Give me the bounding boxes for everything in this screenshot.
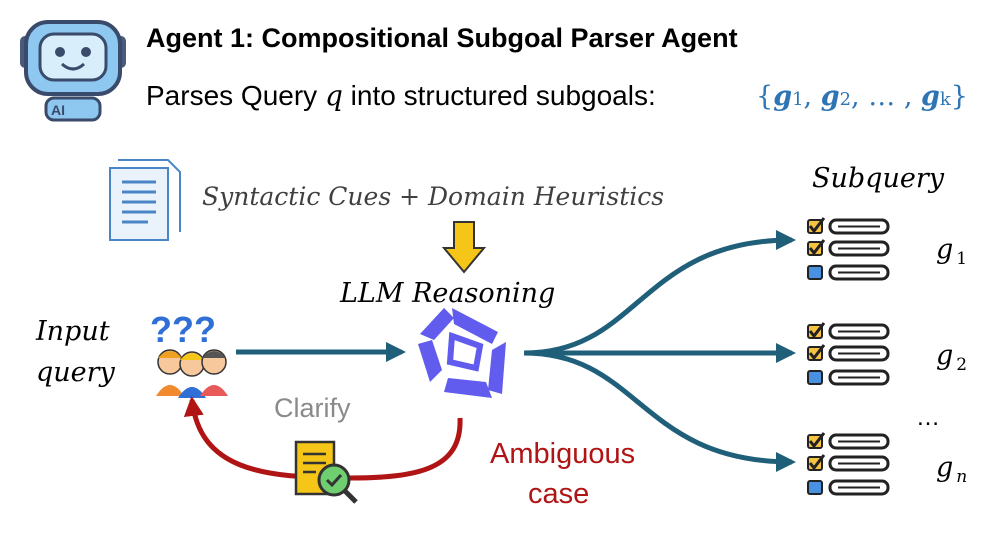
- clarify-document-icon: [294, 440, 358, 504]
- subgoal-set: {g1, g2, … , gk}: [756, 81, 968, 112]
- confused-people-icon: ???: [150, 309, 228, 398]
- agent-title: Agent 1: Compositional Subgoal Parser Ag…: [146, 23, 738, 53]
- llm-to-gn-arrow: [523, 350, 796, 472]
- checklist-icon: [806, 321, 890, 386]
- ambiguous-label-line1: Ambiguous: [490, 438, 635, 470]
- subquery-header: Subquery: [812, 163, 945, 194]
- svg-text:AI: AI: [51, 102, 65, 118]
- parse-description: Parses Query q into structured subgoals:: [146, 79, 656, 112]
- clarify-label: Clarify: [274, 393, 351, 423]
- query-symbol: q: [325, 79, 343, 112]
- document-icon: [109, 159, 181, 241]
- llm-to-g1-arrow: [523, 230, 796, 356]
- vertical-ellipsis: …: [916, 404, 940, 431]
- down-arrow-icon: [441, 221, 487, 274]
- checklist-icon: [806, 216, 890, 281]
- question-marks: ???: [150, 309, 216, 350]
- cues-label: Syntactic Cues + Domain Heuristics: [202, 182, 664, 211]
- llm-logo-icon: [418, 308, 506, 398]
- ambiguous-label-line2: case: [528, 478, 589, 510]
- robot-ai-icon: AI: [20, 20, 126, 122]
- input-label-line2: query: [36, 357, 116, 388]
- input-label-line1: Input: [35, 316, 110, 347]
- checklist-icon: [806, 431, 890, 496]
- llm-label: LLM Reasoning: [339, 278, 555, 309]
